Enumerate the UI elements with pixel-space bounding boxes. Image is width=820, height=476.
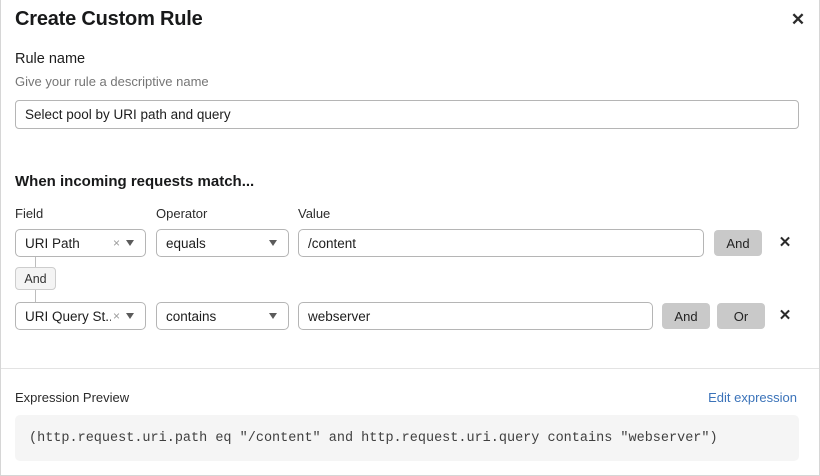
operator-select-1[interactable]: equals [156,229,289,257]
page-title: Create Custom Rule [15,8,203,30]
field-select-1[interactable]: URI Path × [15,229,146,257]
connector-line-bottom [35,290,36,302]
conditions-heading: When incoming requests match... [15,173,255,190]
operator-select-2[interactable]: contains [156,302,289,330]
column-label-field: Field [15,206,44,221]
operator-select-1-value: equals [166,235,206,251]
field-select-2-value: URI Query St... [25,308,111,324]
operator-select-2-value: contains [166,308,217,324]
value-input-1[interactable] [298,229,704,257]
chevron-down-icon [269,313,278,319]
or-button-2[interactable]: Or [717,303,765,329]
chevron-down-icon [126,240,135,246]
expression-preview-text: (http.request.uri.path eq "/content" and… [29,430,718,446]
field-select-2[interactable]: URI Query St... × [15,302,146,330]
rule-name-help-text: Give your rule a descriptive name [15,74,209,89]
connector-and-chip[interactable]: And [15,267,56,290]
expression-preview-box: (http.request.uri.path eq "/content" and… [15,415,799,461]
delete-condition-1-icon[interactable]: ✕ [778,233,792,251]
rule-name-input[interactable] [15,100,799,129]
column-label-value: Value [298,206,331,221]
edit-expression-link[interactable]: Edit expression [708,390,797,405]
clear-icon[interactable]: × [112,236,120,250]
rule-name-label: Rule name [15,51,86,67]
delete-condition-2-icon[interactable]: ✕ [778,306,792,324]
close-icon[interactable]: ✕ [790,9,806,29]
and-button-2[interactable]: And [662,303,710,329]
connector-line-top [35,257,36,267]
chevron-down-icon [269,240,278,246]
clear-icon[interactable]: × [112,309,120,323]
expression-preview-label: Expression Preview [15,390,130,405]
field-select-1-value: URI Path [25,235,80,251]
and-button-1[interactable]: And [714,230,762,256]
chevron-down-icon [126,313,135,319]
section-divider [1,368,819,369]
value-input-2[interactable] [298,302,653,330]
column-label-operator: Operator [156,206,208,221]
